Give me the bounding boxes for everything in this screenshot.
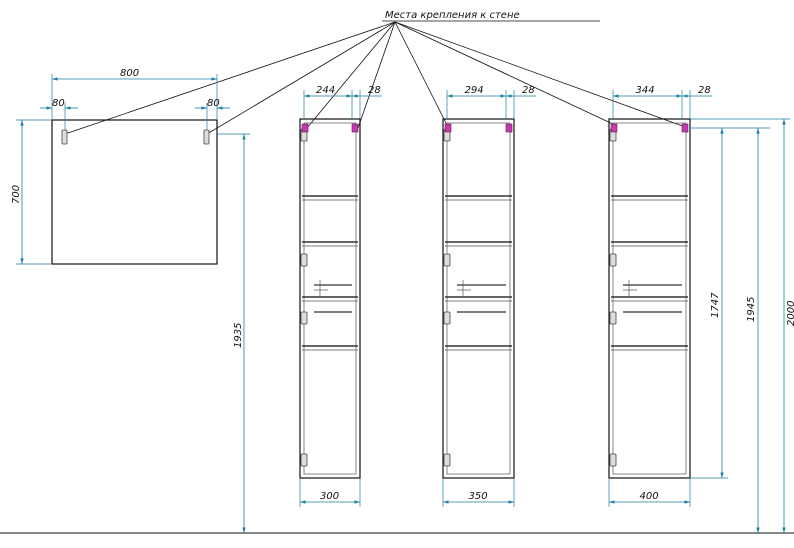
height-dimensions: 1747 1945 2000 <box>690 118 794 533</box>
cabinet-inner-width-label: 344 <box>636 85 655 96</box>
cabinet-inner-outline <box>303 122 357 475</box>
wall-mount-point-icon <box>301 123 309 133</box>
wall-mount-point-icon <box>505 123 513 133</box>
mirror-width-label: 800 <box>120 68 139 79</box>
mirror-height-label: 700 <box>11 185 22 204</box>
hinge-icon <box>443 453 451 467</box>
hinge-icon <box>443 253 451 267</box>
cabinet-inner-outline <box>446 122 511 475</box>
mirror-outline <box>51 119 218 265</box>
cabinet-inner-outline <box>612 122 687 475</box>
mirror: 800 80 80 700 1935 <box>11 68 250 533</box>
cabinet-1: 244 28 300 <box>299 85 382 507</box>
mirror-left-offset-label: 80 <box>52 98 65 109</box>
mount-height-label: 1945 <box>746 297 757 322</box>
cabinet-width-label: 350 <box>469 491 488 502</box>
leader-cab1-left <box>306 21 396 129</box>
hinge-icon <box>609 311 617 325</box>
cabinet-side-offset-label: 28 <box>368 85 381 96</box>
title-label: Места крепления к стене <box>385 10 520 21</box>
mirror-mount-left-icon <box>61 129 68 145</box>
cabinet-3: 344 28 400 <box>608 85 712 507</box>
hinge-icon <box>300 253 308 267</box>
leader-cab3-right <box>394 21 689 129</box>
mirror-mount-right-icon <box>203 129 210 145</box>
leader-cab2-left <box>394 21 448 126</box>
cabinet-2: 294 28 350 <box>442 85 536 507</box>
wall-mount-point-icon <box>610 123 618 133</box>
leader-lines <box>64 21 689 135</box>
cabinet-outline <box>299 118 361 479</box>
cabinets: 244 28 300 294 28 350 344 28 400 <box>299 85 712 507</box>
leader-cab3-left <box>394 21 616 126</box>
cabinet-width-label: 400 <box>640 491 659 502</box>
cabinet-inner-width-label: 294 <box>465 85 484 96</box>
hinge-icon <box>609 253 617 267</box>
hinge-icon <box>300 311 308 325</box>
cabinet-width-label: 300 <box>320 491 339 502</box>
wall-mount-point-icon <box>681 123 689 133</box>
wall-mount-point-icon <box>351 123 359 133</box>
cabinet-height-label: 1747 <box>710 292 721 318</box>
hinge-icon <box>609 453 617 467</box>
mirror-right-offset-label: 80 <box>207 98 220 109</box>
cabinet-side-offset-label: 28 <box>522 85 535 96</box>
leader-cab1-right <box>357 21 396 129</box>
cabinet-side-offset-label: 28 <box>698 85 711 96</box>
mirror-mount-height-label: 1935 <box>233 323 244 348</box>
hinge-icon <box>443 311 451 325</box>
cabinet-inner-width-label: 244 <box>316 85 335 96</box>
wall-mount-point-icon <box>444 123 452 133</box>
leader-mirror-right <box>206 21 396 135</box>
cabinet-outline <box>442 118 515 479</box>
hinge-icon <box>300 453 308 467</box>
cabinet-outline <box>608 118 691 479</box>
total-height-label: 2000 <box>786 301 794 326</box>
leader-mirror-left <box>64 21 396 135</box>
